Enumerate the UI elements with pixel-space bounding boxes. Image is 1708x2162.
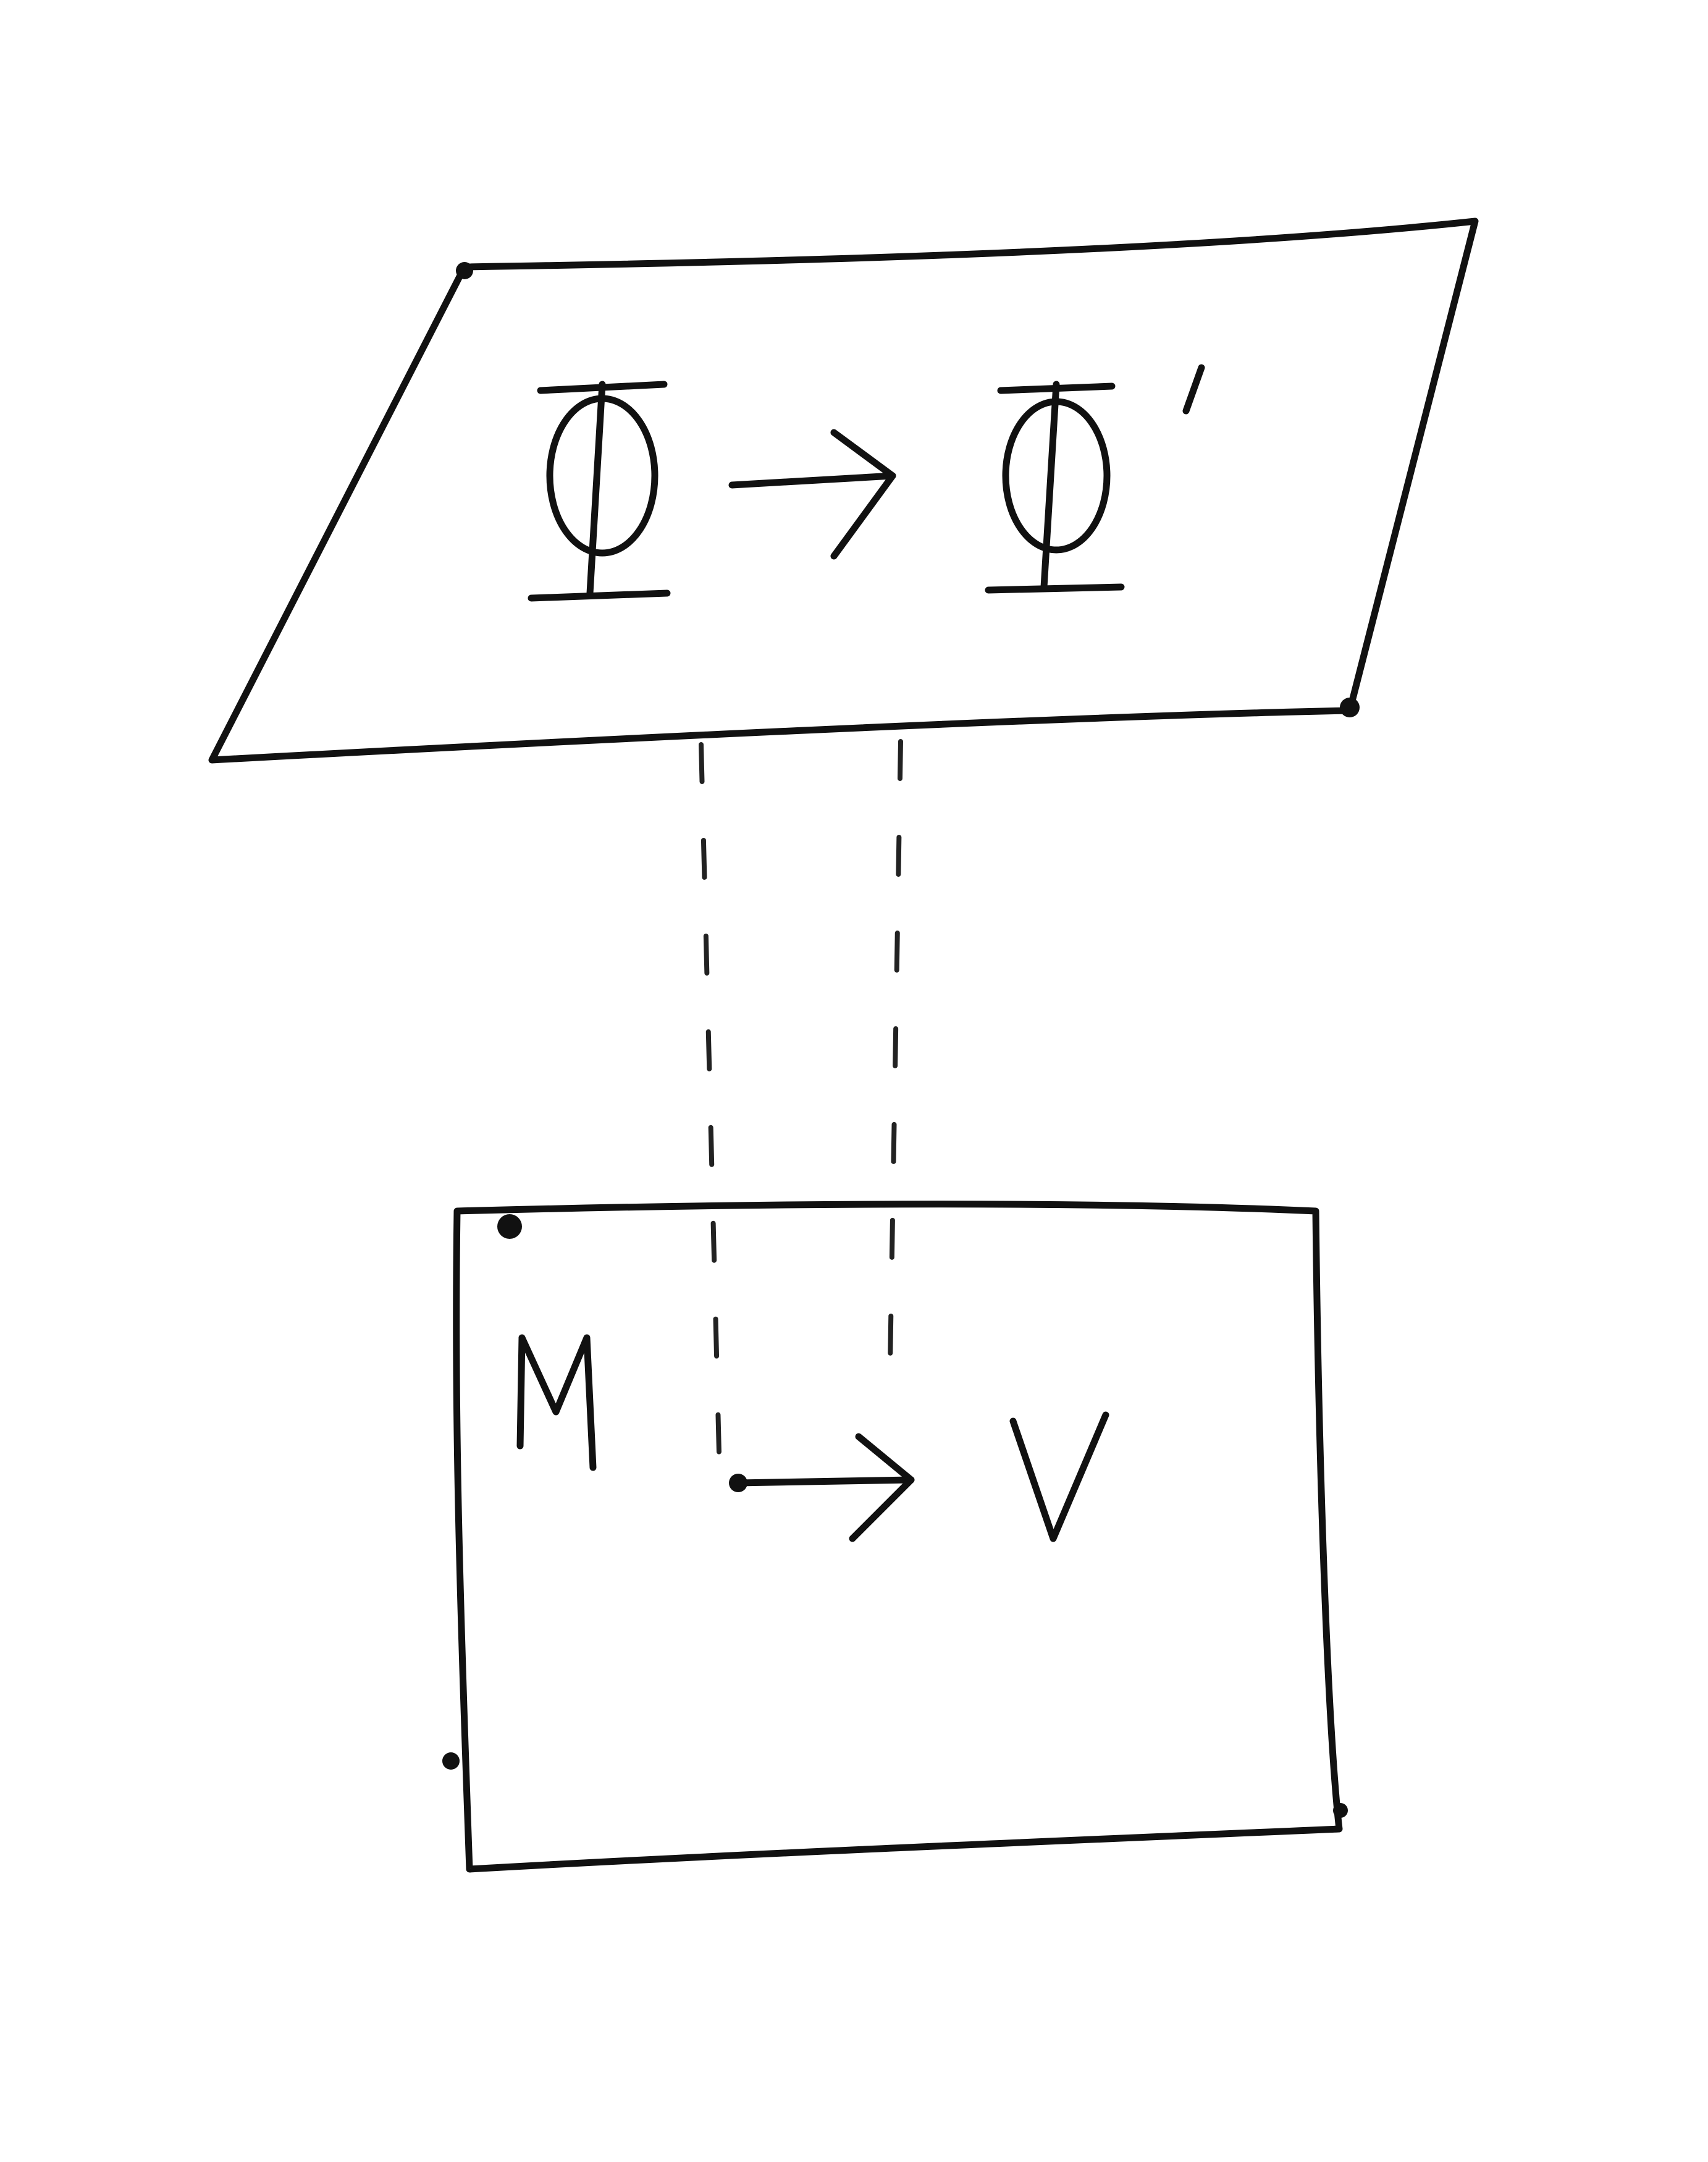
corner-dot [1333,1803,1348,1818]
projection-line-left [699,742,722,1479]
phi-right-glyph [985,381,1125,594]
manifold-label: M [516,1334,597,1471]
target-label: V [1009,1411,1109,1542]
m-text: M [556,1421,557,1422]
corner-dot [442,1752,460,1770]
prime-mark-glyph [1182,364,1205,415]
top-arrow [728,429,896,560]
field-transformation: Φ → Φ ′ [528,364,1205,602]
top-plane [208,217,1479,764]
bottom-box-outline [453,1201,1343,1873]
top-plane-outline [208,217,1479,764]
bottom-arrow [729,1433,915,1542]
phi-right-text: Φ [1056,481,1057,483]
projection-lines [699,739,903,1479]
corner-dot [456,262,473,279]
corner-dot [1340,698,1360,717]
prime-text: ′ [1198,395,1199,396]
phi-left-text: Φ [602,481,603,483]
v-glyph [1009,1411,1109,1542]
phi-left-glyph [528,381,671,602]
m-glyph [516,1334,597,1471]
corner-dot [497,1214,522,1239]
bottom-box [442,1201,1348,1873]
v-text: V [1059,1482,1060,1484]
projection-line-right [887,739,903,1402]
